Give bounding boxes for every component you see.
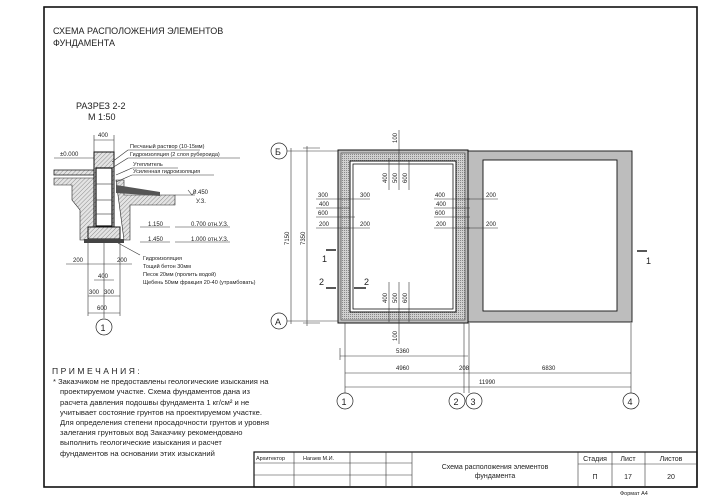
svg-text:Лист: Лист (620, 456, 636, 463)
svg-text:300: 300 (318, 193, 329, 199)
svg-text:200: 200 (436, 222, 447, 228)
axis-1: 1 (342, 397, 347, 407)
svg-text:400: 400 (319, 202, 330, 208)
svg-text:17: 17 (624, 474, 632, 481)
svg-text:20: 20 (667, 474, 675, 481)
svg-text:0.450: 0.450 (193, 190, 209, 196)
axis-a: А (275, 317, 281, 327)
axis-b: Б (275, 147, 281, 157)
svg-text:400: 400 (436, 202, 447, 208)
svg-text:Утеплитель: Утеплитель (133, 162, 163, 168)
svg-text:300: 300 (89, 290, 100, 296)
svg-text:П: П (592, 474, 597, 481)
svg-text:Гидроизоляция: Гидроизоляция (143, 256, 182, 262)
level-zero: ±0.000 (60, 152, 79, 158)
notes: ПРИМЕЧАНИЯ: * Заказчиком не предоставлен… (52, 366, 272, 459)
svg-text:600: 600 (403, 172, 409, 183)
svg-text:500: 500 (393, 292, 399, 303)
axis-4: 4 (628, 397, 633, 407)
svg-text:400: 400 (98, 133, 109, 139)
svg-text:Формат А4: Формат А4 (620, 491, 648, 497)
svg-text:11990: 11990 (479, 380, 496, 386)
svg-text:Гидроизоляция (2 слоя рубероид: Гидроизоляция (2 слоя рубероида) (130, 152, 220, 158)
svg-text:Стадия: Стадия (583, 456, 607, 463)
title-block: Архитектор Нагаев М.И. Схема расположени… (253, 451, 698, 497)
svg-text:Щебень 50мм фракция 20-40 (утр: Щебень 50мм фракция 20-40 (утрамбовать) (143, 280, 256, 286)
section-title: РАЗРЕЗ 2-2 (76, 101, 126, 111)
svg-text:208: 208 (459, 366, 470, 372)
cut-1-right: 1 (646, 256, 651, 266)
svg-text:200: 200 (486, 222, 497, 228)
svg-text:200: 200 (73, 258, 84, 264)
svg-text:600: 600 (435, 211, 446, 217)
svg-text:фундамента: фундамента (475, 473, 516, 480)
svg-text:Усиленная гидроизоляция: Усиленная гидроизоляция (133, 169, 200, 175)
svg-text:200: 200 (486, 193, 497, 199)
notes-text: * Заказчиком не предоставлены геологичес… (53, 377, 269, 458)
notes-heading: ПРИМЕЧАНИЯ: (52, 366, 143, 376)
svg-text:Листов: Листов (660, 456, 683, 463)
svg-text:600: 600 (403, 292, 409, 303)
svg-text:Архитектор: Архитектор (256, 456, 285, 462)
svg-text:Нагаев М.И.: Нагаев М.И. (303, 456, 335, 462)
svg-text:Схема расположения элементов: Схема расположения элементов (442, 464, 549, 471)
drawing-title-line2: ФУНДАМЕНТА (53, 38, 115, 48)
svg-text:Тощий бетон 30мм: Тощий бетон 30мм (143, 263, 191, 270)
svg-text:200: 200 (360, 222, 371, 228)
svg-text:400: 400 (98, 274, 109, 280)
svg-text:100: 100 (393, 132, 399, 143)
svg-text:1.450: 1.450 (148, 237, 164, 243)
svg-text:У.З.: У.З. (196, 199, 206, 205)
svg-text:600: 600 (318, 211, 329, 217)
cut-2-left: 2 (319, 277, 324, 287)
svg-text:7350: 7350 (301, 231, 307, 245)
svg-text:Песчаный раствор (10-15мм): Песчаный раствор (10-15мм) (130, 143, 205, 150)
svg-text:1.000 отн.У.З.: 1.000 отн.У.З. (191, 237, 229, 243)
cut-2-right: 2 (364, 277, 369, 287)
svg-text:200: 200 (319, 222, 330, 228)
svg-text:300: 300 (360, 193, 371, 199)
cut-1-left: 1 (322, 254, 327, 264)
axis-3: 3 (471, 397, 476, 407)
svg-text:300: 300 (104, 290, 115, 296)
svg-text:100: 100 (393, 330, 399, 341)
svg-text:400: 400 (383, 172, 389, 183)
svg-text:600: 600 (97, 306, 108, 312)
svg-text:0.700 отн.У.З.: 0.700 отн.У.З. (191, 222, 229, 228)
axis-1-section: 1 (101, 323, 106, 333)
svg-text:1.150: 1.150 (148, 222, 164, 228)
drawing-title-line1: СХЕМА РАСПОЛОЖЕНИЯ ЭЛЕМЕНТОВ (53, 26, 223, 36)
svg-text:500: 500 (393, 172, 399, 183)
section-scale: М 1:50 (88, 112, 116, 122)
foundation-plan: 1 2 3 4 Б А 7150 7350 100 400 500 600 40… (270, 130, 651, 410)
svg-text:400: 400 (435, 193, 446, 199)
section-2-2: РАЗРЕЗ 2-2 М 1:50 400 ±0.000 Песчаный ра… (53, 101, 256, 336)
axis-2: 2 (454, 397, 459, 407)
svg-text:400: 400 (383, 292, 389, 303)
svg-text:7150: 7150 (285, 231, 291, 245)
svg-text:5360: 5360 (396, 349, 410, 355)
svg-text:6830: 6830 (542, 366, 556, 372)
svg-text:Песок 20мм (пролить водой): Песок 20мм (пролить водой) (143, 271, 216, 278)
svg-text:4960: 4960 (396, 366, 410, 372)
svg-text:200: 200 (117, 258, 128, 264)
